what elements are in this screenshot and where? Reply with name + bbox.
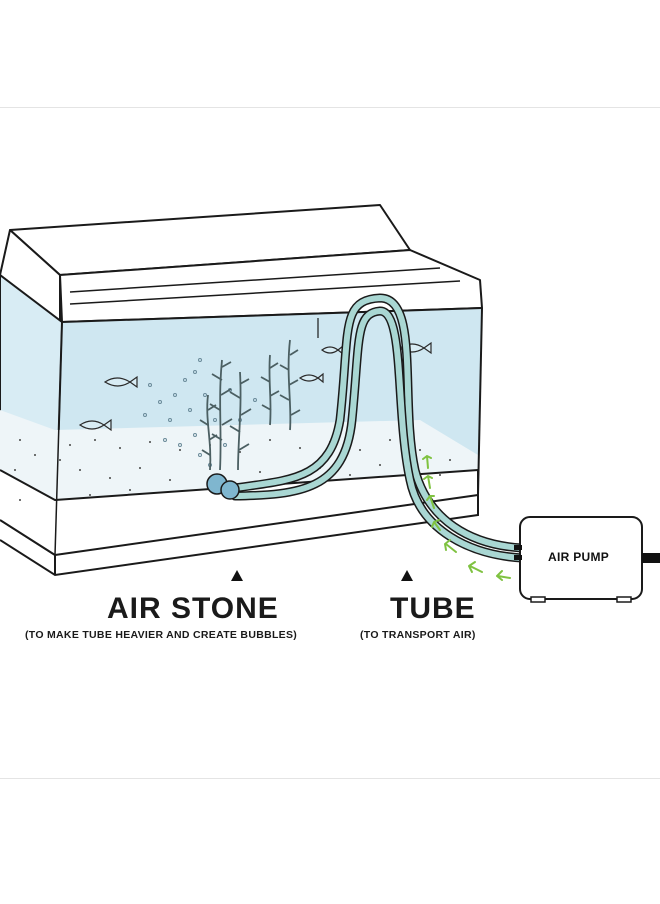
air-stone-icon — [206, 473, 240, 500]
air-pump-icon — [514, 516, 660, 603]
tube-title: TUBE — [390, 592, 476, 625]
tube-note: (TO TRANSPORT AIR) — [360, 629, 476, 641]
aquarium-hood — [0, 204, 483, 323]
air-stone-note: (TO MAKE TUBE HEAVIER AND CREATE BUBBLES… — [25, 629, 298, 641]
plants — [199, 339, 301, 471]
triangle-up-icon — [401, 570, 413, 581]
bottom-divider — [0, 778, 660, 779]
top-divider — [0, 107, 660, 108]
bubbles — [143, 358, 257, 467]
flow-arrow-icons — [422, 455, 511, 581]
air-stone-title: AIR STONE — [107, 592, 279, 625]
air-pump-label: AIR PUMP — [548, 550, 610, 564]
triangle-up-icon — [231, 570, 243, 581]
aquarium-tank — [0, 273, 483, 577]
air-tube — [230, 293, 527, 563]
